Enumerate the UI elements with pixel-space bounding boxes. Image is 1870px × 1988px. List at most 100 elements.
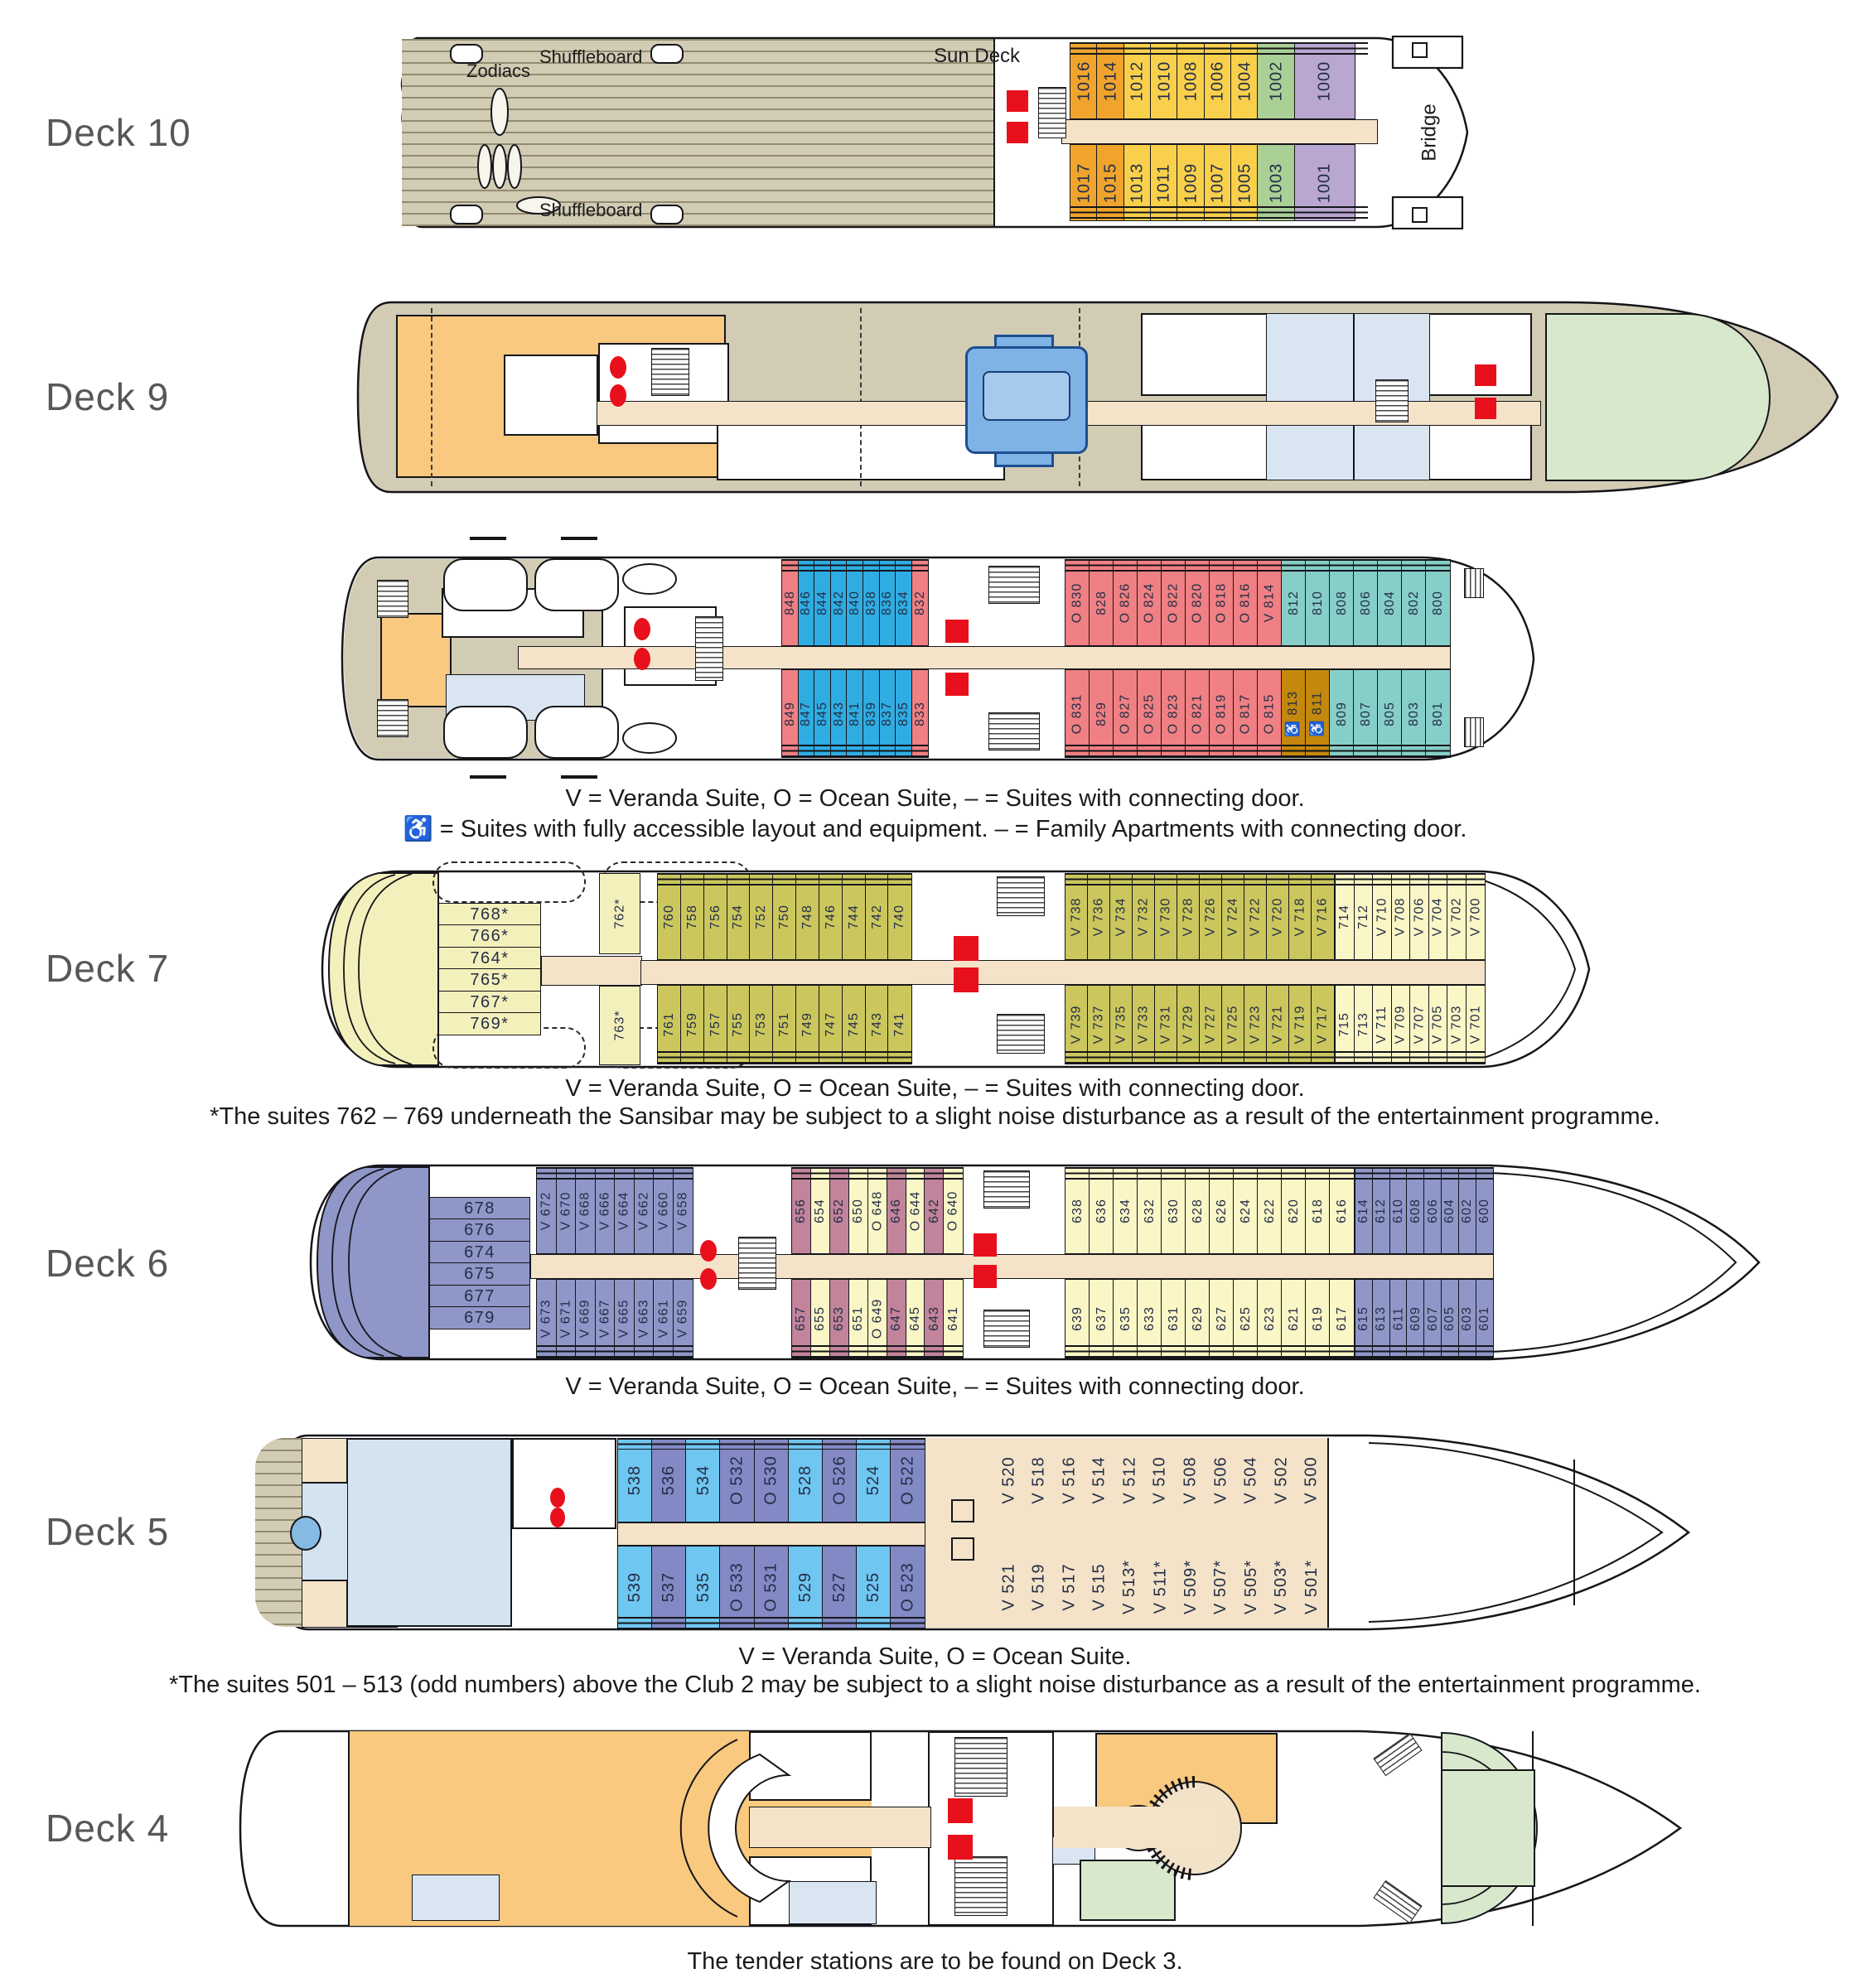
cabin-1001: 1001 [1293,144,1355,221]
shuffleboard-icon [650,205,684,224]
cabin-530: O 530 [753,1438,790,1522]
cabin-805: 805 [1377,669,1403,758]
elevator [1475,398,1496,419]
cabin-665: V 665 [614,1279,635,1358]
deck8-legend-2: ♿ = Suites with fully accessible layout … [403,816,1467,842]
cabin-707: V 707 [1409,985,1430,1064]
deck4-note: The tender stations are to be found on D… [687,1948,1183,1975]
cabin-506: V 506 [1211,1456,1230,1504]
cabin-728: V 728 [1177,873,1201,960]
elevator [948,1835,973,1860]
deck4-blue-room [412,1875,500,1921]
cabin-655: 655 [809,1279,831,1358]
whirlpool [290,1516,321,1551]
davit-mark [470,775,506,779]
cabin-766: 766* [438,924,541,948]
cabin-674: 674 [429,1240,530,1264]
cabin-615: 615 [1355,1279,1374,1358]
cabin-503: V 503* [1272,1559,1291,1615]
cabin-534: 534 [685,1438,722,1522]
cabin-818: O 818 [1209,559,1235,646]
cabin-639: 639 [1065,1279,1090,1358]
cabin-756: 756 [703,873,728,960]
cabin-757: 757 [703,985,728,1064]
cabin-628: 628 [1185,1167,1210,1254]
cabin-800: 800 [1425,559,1451,646]
deck7-stern-suites: 768*766*764*765*767*769* [438,903,541,1036]
cabin-747: 747 [818,985,843,1064]
cabin-703: V 703 [1447,985,1467,1064]
deck9-blue-room [1266,313,1354,480]
deck7-corridor-stub [541,956,642,986]
cabin-768: 768* [438,903,541,927]
elevator [550,1508,565,1527]
pool-basin [983,371,1070,421]
cabin-734: V 734 [1109,873,1133,960]
shuffleboard-icon [650,44,684,64]
deck9-observation-area [1545,313,1771,481]
cabin-627: 627 [1209,1279,1235,1358]
cabin-679: 679 [429,1305,530,1330]
cabin-647: 647 [886,1279,907,1358]
cabin-750: 750 [772,873,797,960]
cabin-828: 828 [1089,559,1114,646]
cabin-1010: 1010 [1149,42,1178,119]
deck8-legend-1: V = Veranda Suite, O = Ocean Suite, – = … [565,785,1305,812]
shuffleboard-icon [450,205,483,224]
cabin-755: 755 [726,985,751,1064]
cabin-504: V 504 [1241,1456,1260,1504]
cabin-840: 840 [846,559,864,646]
cabin-515: V 515 [1090,1563,1109,1611]
elevator [550,1488,565,1508]
cabin-733: V 733 [1132,985,1156,1064]
cabin-636: 636 [1089,1167,1114,1254]
cabin-823: O 823 [1161,669,1186,758]
cabin-523: O 523 [890,1546,925,1629]
cabin-537: 537 [651,1546,687,1629]
service-shaft [951,1499,974,1522]
cabin-656: 656 [791,1167,812,1254]
cabin-752: 752 [749,873,774,960]
shuffleboard-icon [450,44,483,64]
cabin-605: 605 [1440,1279,1460,1358]
cabin-761: 761 [657,985,682,1064]
deck-9-label: Deck 9 [46,375,170,418]
cabin-835: 835 [895,669,913,758]
cabin-610: 610 [1389,1167,1409,1254]
cabin-601: 601 [1475,1279,1495,1358]
cabin-611: 611 [1389,1279,1409,1358]
cabin-608: 608 [1406,1167,1425,1254]
lifeboat [443,706,528,759]
section-line [431,308,432,486]
elevator [700,1268,717,1290]
cabin-1003: 1003 [1257,144,1296,221]
cabin-604: 604 [1440,1167,1460,1254]
cabin-751: 751 [772,985,797,1064]
deck8-corridor [518,646,1451,669]
elevator [610,356,626,379]
cabin-759: 759 [679,985,705,1064]
cabin-718: V 718 [1288,873,1313,960]
cabin-831: O 831 [1065,669,1090,758]
cabin-735: V 735 [1109,985,1133,1064]
elevator [945,620,969,643]
cabin-520: V 520 [999,1456,1018,1504]
cabin-740: 740 [887,873,912,960]
cabin-737: V 737 [1087,985,1111,1064]
cabin-662: V 662 [633,1167,655,1254]
cabin-658: V 658 [672,1167,694,1254]
cabin-1016: 1016 [1070,42,1098,119]
cabin-720: V 720 [1266,873,1290,960]
cabin-713: 713 [1353,985,1374,1064]
cabin-631: 631 [1161,1279,1186,1358]
cabin-748: 748 [795,873,820,960]
cabin-754: 754 [726,873,751,960]
stairs-icon [1038,87,1066,138]
cabin-845: 845 [814,669,832,758]
cabin-616: 616 [1329,1167,1355,1254]
